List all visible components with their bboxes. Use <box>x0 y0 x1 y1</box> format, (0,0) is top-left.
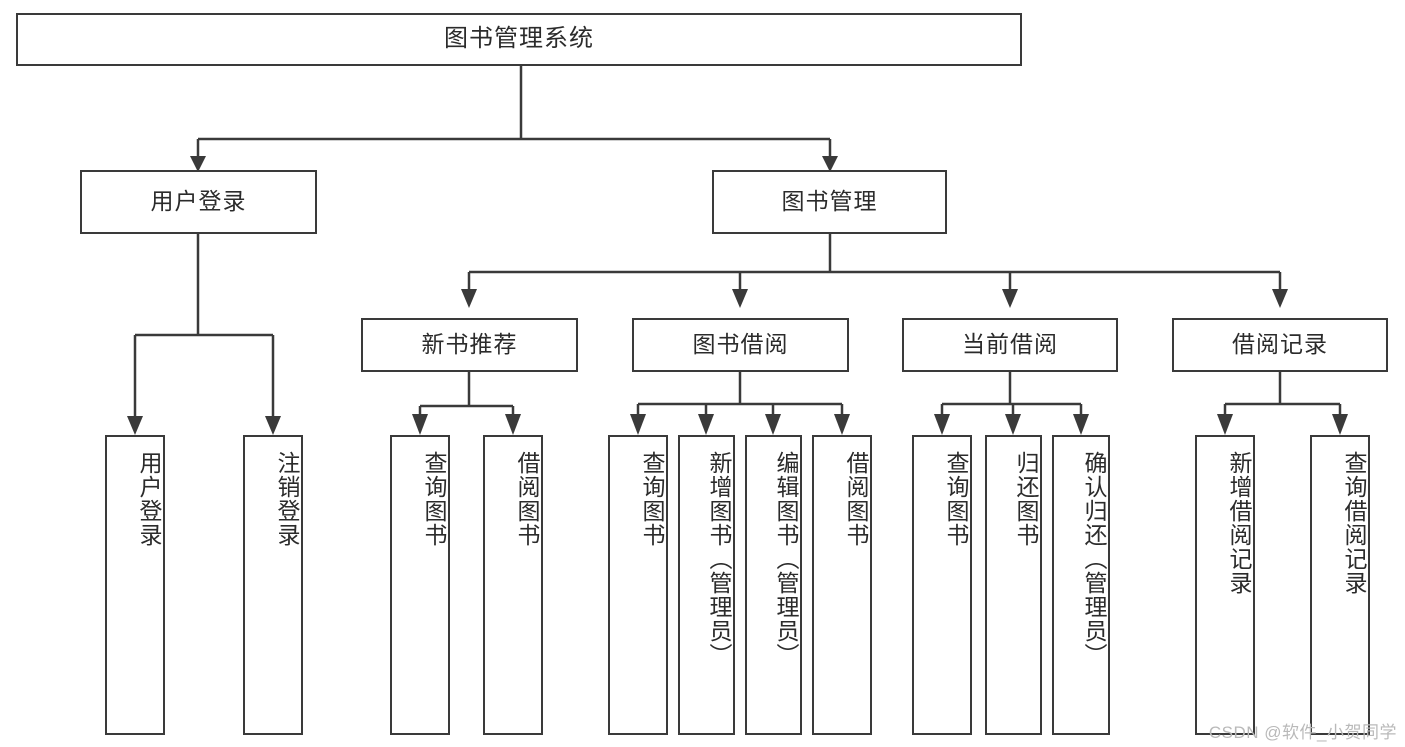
leaf-recommend-query-book[interactable]: 查询图书 <box>390 435 450 735</box>
node-label: 图书管理 <box>781 188 878 215</box>
node-label: 归还图书 <box>1013 451 1039 547</box>
node-root-book-management-system[interactable]: 图书管理系统 <box>16 13 1022 66</box>
node-current-borrow[interactable]: 当前借阅 <box>902 318 1118 372</box>
leaf-current-query-book[interactable]: 查询图书 <box>912 435 972 735</box>
leaf-user-logout[interactable]: 注销登录 <box>243 435 303 735</box>
node-label: 借阅图书 <box>514 451 540 547</box>
node-label: 用户登录 <box>150 188 247 215</box>
node-label: 查询借阅记录 <box>1341 451 1367 595</box>
node-label: 查询图书 <box>639 451 665 547</box>
node-label: 编辑图书（管理员） <box>773 451 799 667</box>
node-label: 确认归还（管理员） <box>1081 451 1107 667</box>
node-new-book-recommendation[interactable]: 新书推荐 <box>361 318 578 372</box>
node-label: 用户登录 <box>136 451 162 547</box>
leaf-borrow-query-book[interactable]: 查询图书 <box>608 435 668 735</box>
node-label: 注销登录 <box>274 451 300 547</box>
node-label: 借阅图书 <box>843 451 869 547</box>
node-label: 查询图书 <box>421 451 447 547</box>
node-label: 当前借阅 <box>962 331 1058 358</box>
node-label: 新增图书（管理员） <box>706 451 732 667</box>
csdn-watermark: CSDN @软件_小贺同学 <box>1208 723 1397 742</box>
node-book-management[interactable]: 图书管理 <box>712 170 947 234</box>
leaf-recommend-borrow-book[interactable]: 借阅图书 <box>483 435 543 735</box>
leaf-borrow-edit-book-admin[interactable]: 编辑图书（管理员） <box>745 435 802 735</box>
node-label: 图书借阅 <box>692 331 789 358</box>
leaf-borrow-borrow-book[interactable]: 借阅图书 <box>812 435 872 735</box>
node-label: 新增借阅记录 <box>1226 451 1252 595</box>
leaf-record-query-borrow-record[interactable]: 查询借阅记录 <box>1310 435 1370 735</box>
node-user-login[interactable]: 用户登录 <box>80 170 317 234</box>
node-label: 查询图书 <box>943 451 969 547</box>
leaf-borrow-add-book-admin[interactable]: 新增图书（管理员） <box>678 435 735 735</box>
leaf-record-add-borrow-record[interactable]: 新增借阅记录 <box>1195 435 1255 735</box>
node-label: 借阅记录 <box>1232 331 1328 358</box>
node-label: 图书管理系统 <box>444 25 594 53</box>
leaf-user-login[interactable]: 用户登录 <box>105 435 165 735</box>
node-book-borrow[interactable]: 图书借阅 <box>632 318 849 372</box>
node-borrow-record[interactable]: 借阅记录 <box>1172 318 1388 372</box>
leaf-current-return-book[interactable]: 归还图书 <box>985 435 1042 735</box>
node-label: 新书推荐 <box>421 331 518 358</box>
leaf-current-confirm-return-admin[interactable]: 确认归还（管理员） <box>1052 435 1110 735</box>
